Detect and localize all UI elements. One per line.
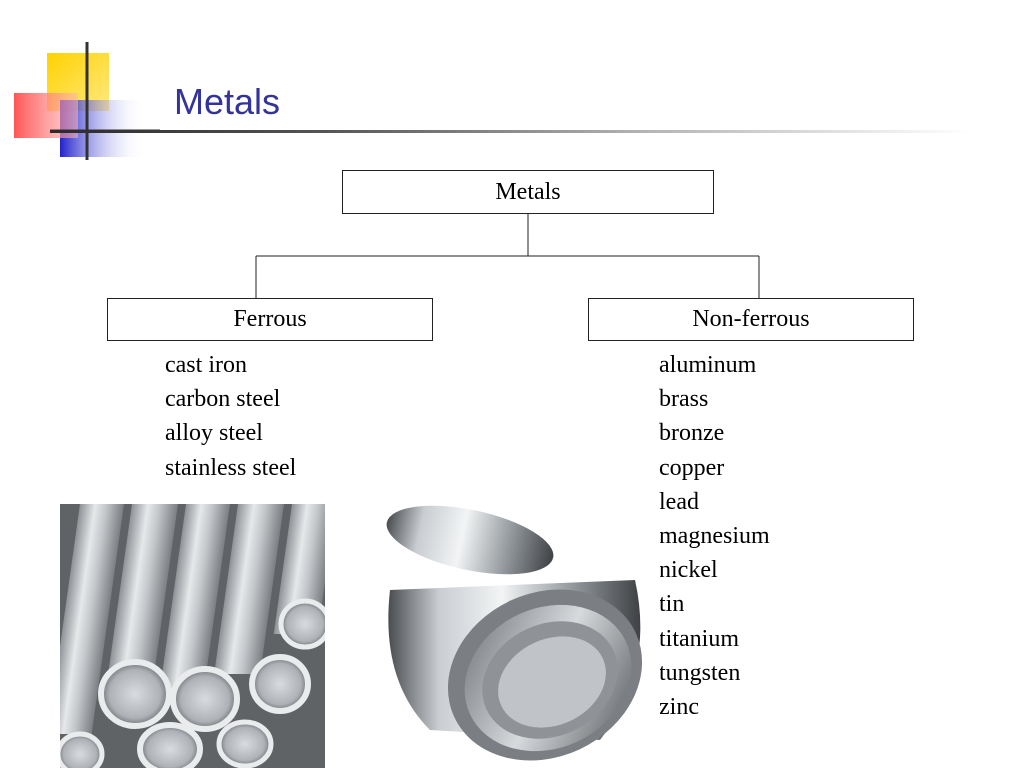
list-item: tin — [659, 591, 685, 618]
list-item: carbon steel — [165, 386, 281, 413]
ferrous-node: Ferrous — [107, 298, 433, 341]
list-item: tungsten — [659, 659, 741, 686]
steel-pipes-photo — [60, 504, 325, 768]
list-item: stainless steel — [165, 454, 297, 481]
list-item: aluminum — [659, 352, 757, 378]
list-item: zinc — [659, 693, 699, 720]
list-item: brass — [659, 386, 709, 413]
list-item: titanium — [659, 625, 739, 652]
nonferrous-node: Non-ferrous — [588, 298, 914, 341]
list-item: alloy steel — [165, 420, 263, 447]
list-item: bronze — [659, 420, 725, 447]
title-divider — [50, 130, 970, 133]
list-item: lead — [659, 488, 699, 515]
list-item: nickel — [659, 557, 718, 584]
slide-title: Metals — [174, 81, 281, 122]
nonferrous-list: aluminum brass bronze copper lead magnes… — [659, 348, 770, 724]
list-item: magnesium — [659, 522, 770, 549]
machined-ring-photo — [370, 500, 660, 768]
list-item: copper — [659, 454, 725, 481]
ferrous-list: cast iron carbon steel alloy steel stain… — [165, 348, 296, 485]
list-item: cast iron — [165, 352, 247, 378]
root-node: Metals — [342, 170, 714, 214]
